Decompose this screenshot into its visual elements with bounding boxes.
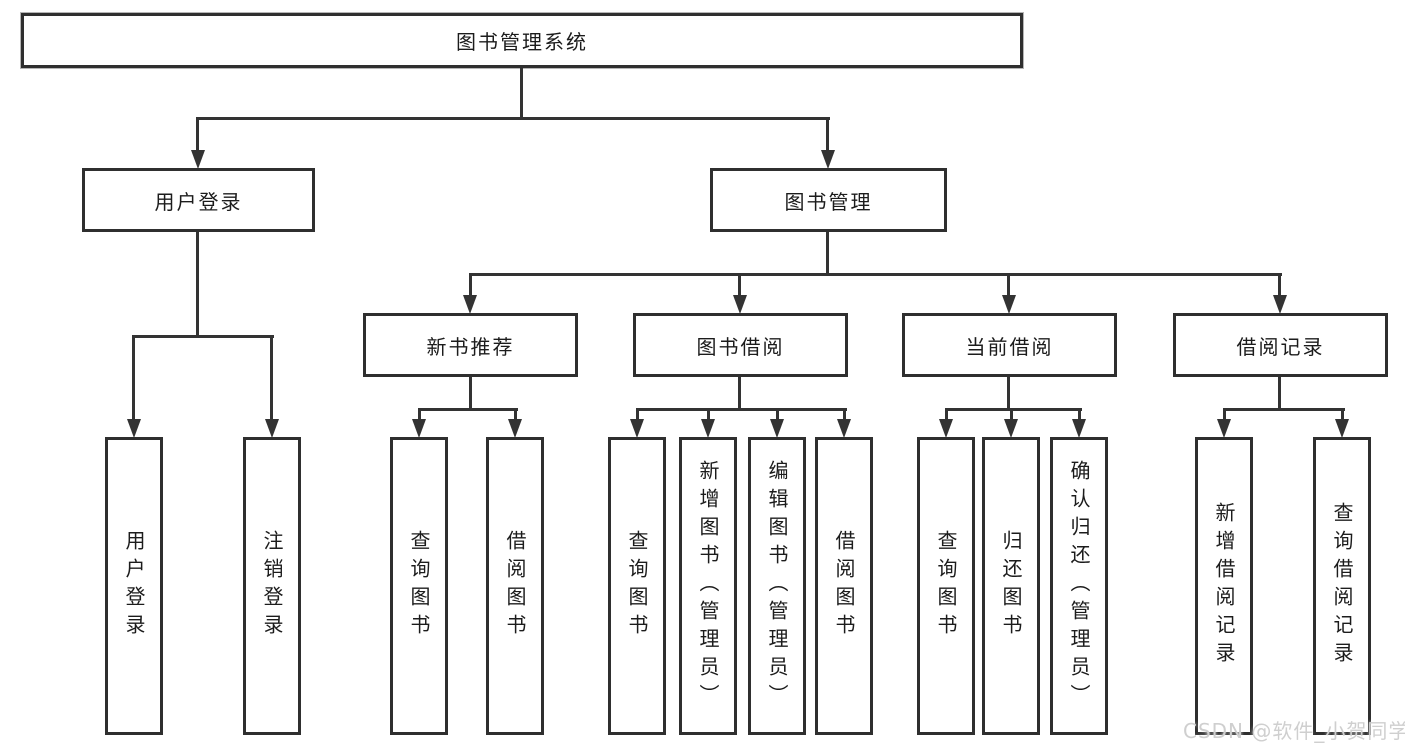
leaf-query-books-borrow: 查询图书: [608, 437, 666, 735]
arrowhead-down-icon: [1002, 295, 1016, 314]
arrowhead-down-icon: [265, 419, 279, 438]
connector-line: [514, 408, 517, 419]
leaf-label: 借阅图书: [832, 530, 856, 642]
connector-line: [520, 68, 523, 117]
connector-line: [1007, 377, 1010, 408]
node-label: 图书借阅: [696, 334, 785, 359]
node-label: 当前借阅: [965, 334, 1054, 359]
connector-line: [1278, 273, 1281, 295]
connector-line: [1007, 273, 1010, 295]
leaf-add-borrow-record: 新增借阅记录: [1195, 437, 1253, 735]
connector-line: [843, 408, 846, 419]
arrowhead-down-icon: [127, 419, 141, 438]
connector-line: [196, 232, 199, 335]
leaf-query-borrow-record: 查询借阅记录: [1313, 437, 1371, 735]
leaf-label: 确认归还（管理员）: [1067, 460, 1091, 712]
leaf-label: 查询图书: [625, 530, 649, 642]
csdn-watermark: CSDN @软件_小贺同学: [1183, 719, 1405, 743]
node-user-login: 用户登录: [82, 168, 315, 232]
leaf-logout: 注销登录: [243, 437, 301, 735]
leaf-label: 新增图书（管理员）: [696, 460, 720, 712]
connector-line: [826, 232, 829, 273]
node-label: 用户登录: [154, 189, 243, 214]
connector-line: [738, 377, 741, 408]
connector-line: [1341, 408, 1344, 419]
node-label: 图书管理: [784, 189, 873, 214]
leaf-add-book-admin: 新增图书（管理员）: [679, 437, 737, 735]
arrowhead-down-icon: [191, 150, 205, 169]
arrowhead-down-icon: [837, 419, 851, 438]
arrowhead-down-icon: [1004, 419, 1018, 438]
arrowhead-down-icon: [701, 419, 715, 438]
node-book-borrow: 图书借阅: [633, 313, 848, 377]
connector-line: [469, 273, 1282, 276]
leaf-label: 新增借阅记录: [1212, 502, 1236, 670]
connector-line: [707, 408, 710, 419]
connector-line: [196, 117, 199, 150]
leaf-label: 借阅图书: [503, 530, 527, 642]
node-label: 借阅记录: [1236, 334, 1325, 359]
leaf-label: 注销登录: [260, 530, 284, 642]
leaf-label: 编辑图书（管理员）: [765, 460, 789, 712]
connector-line: [1010, 408, 1013, 419]
leaf-borrow-books: 借阅图书: [815, 437, 873, 735]
node-root: 图书管理系统: [21, 13, 1023, 68]
connector-line: [132, 335, 135, 419]
connector-line: [1078, 408, 1081, 419]
arrowhead-down-icon: [508, 419, 522, 438]
connector-line: [945, 408, 1082, 411]
arrowhead-down-icon: [770, 419, 784, 438]
connector-line: [776, 408, 779, 419]
leaf-label: 查询图书: [934, 530, 958, 642]
connector-line: [1278, 377, 1281, 408]
connector-line: [270, 335, 273, 419]
leaf-return-book: 归还图书: [982, 437, 1040, 735]
arrowhead-down-icon: [412, 419, 426, 438]
arrowhead-down-icon: [821, 150, 835, 169]
leaf-label: 查询借阅记录: [1330, 502, 1354, 670]
connector-line: [418, 408, 518, 411]
leaf-query-books-recommend: 查询图书: [390, 437, 448, 735]
arrowhead-down-icon: [939, 419, 953, 438]
connector-line: [1223, 408, 1345, 411]
arrowhead-down-icon: [733, 295, 747, 314]
connector-line: [197, 117, 830, 120]
connector-line: [1223, 408, 1226, 419]
leaf-borrow-books-recommend: 借阅图书: [486, 437, 544, 735]
node-new-book-recommend: 新书推荐: [363, 313, 578, 377]
node-current-borrow: 当前借阅: [902, 313, 1117, 377]
leaf-edit-book-admin: 编辑图书（管理员）: [748, 437, 806, 735]
leaf-label: 查询图书: [407, 530, 431, 642]
connector-line: [132, 335, 274, 338]
leaf-user-login: 用户登录: [105, 437, 163, 735]
arrowhead-down-icon: [1273, 295, 1287, 314]
connector-line: [636, 408, 639, 419]
node-borrow-records: 借阅记录: [1173, 313, 1388, 377]
node-root-label: 图书管理系统: [456, 30, 588, 54]
arrowhead-down-icon: [463, 295, 477, 314]
connector-line: [945, 408, 948, 419]
node-book-management: 图书管理: [710, 168, 947, 232]
connector-line: [738, 273, 741, 295]
node-label: 新书推荐: [426, 334, 515, 359]
leaf-label: 用户登录: [122, 530, 146, 642]
leaf-label: 归还图书: [999, 530, 1023, 642]
leaf-query-books-current: 查询图书: [917, 437, 975, 735]
arrowhead-down-icon: [1072, 419, 1086, 438]
leaf-confirm-return-admin: 确认归还（管理员）: [1050, 437, 1108, 735]
connector-line: [469, 273, 472, 295]
connector-line: [469, 377, 472, 408]
connector-line: [636, 408, 847, 411]
arrowhead-down-icon: [1217, 419, 1231, 438]
arrowhead-down-icon: [1335, 419, 1349, 438]
connector-line: [418, 408, 421, 419]
connector-line: [826, 117, 829, 150]
arrowhead-down-icon: [630, 419, 644, 438]
